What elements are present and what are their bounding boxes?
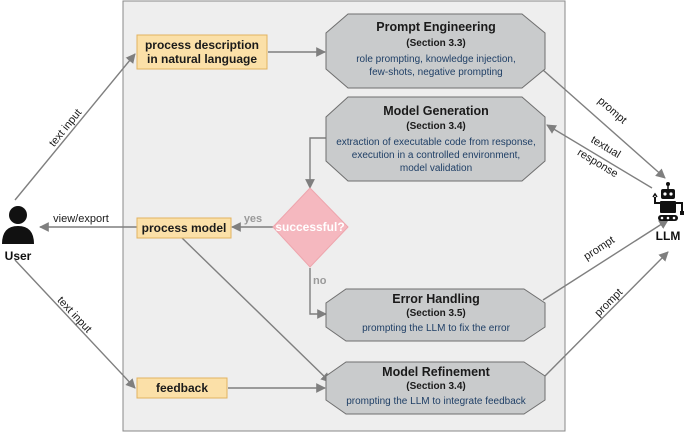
model-refinement-section: (Section 3.4) [406, 381, 465, 392]
process-description-line-1: process description [145, 38, 259, 52]
prompt-engineering-title: Prompt Engineering [376, 20, 495, 34]
process-description-box: process description in natural language [136, 34, 268, 70]
decision-yes-label: yes [244, 213, 262, 225]
model-generation-body-1: extraction of executable code from respo… [336, 137, 536, 148]
model-refinement-title: Model Refinement [382, 365, 490, 379]
edge-label-text-input-top: text input [47, 107, 84, 149]
feedback-label: feedback [156, 381, 208, 395]
model-refinement-step: Model Refinement (Section 3.4) prompting… [325, 361, 546, 415]
user-icon [2, 206, 34, 244]
prompt-engineering-body-1: role prompting, knowledge injection, [356, 54, 516, 65]
process-model-box: process model [136, 217, 232, 239]
edge-label-prompt-2: prompt [582, 234, 617, 263]
edge-model-refinement-to-llm [542, 251, 669, 379]
prompt-engineering-step: Prompt Engineering (Section 3.3) role pr… [325, 13, 546, 89]
error-handling-section: (Section 3.5) [406, 308, 465, 319]
process-model-label: process model [142, 221, 227, 235]
edge-label-text-input-bottom: text input [55, 295, 94, 336]
edge-error-handling-to-llm [542, 219, 669, 301]
decision-label: successful? [275, 220, 344, 234]
process-description-line-2: in natural language [147, 52, 257, 66]
prompt-engineering-section: (Section 3.3) [406, 38, 465, 49]
feedback-box: feedback [136, 377, 228, 399]
robot-icon [652, 182, 684, 221]
user-label: User [5, 249, 32, 263]
edge-llm-to-model-generation [546, 124, 653, 189]
edge-prompt-engineering-to-llm [542, 69, 666, 179]
edge-user-to-description [14, 53, 136, 201]
prompt-engineering-body-2: few-shots, negative prompting [369, 67, 502, 78]
edge-decision-to-error-handling [309, 268, 327, 319]
edge-label-view-export: view/export [53, 213, 109, 225]
error-handling-body-1: prompting the LLM to fix the error [362, 323, 511, 334]
model-generation-body-2: execution in a controlled environment, [352, 150, 520, 161]
edge-label-prompt-1: prompt [595, 95, 629, 127]
decision-no-label: no [313, 275, 327, 287]
error-handling-title: Error Handling [392, 292, 480, 306]
model-generation-step: Model Generation (Section 3.4) extractio… [325, 96, 546, 182]
model-refinement-body-1: prompting the LLM to integrate feedback [346, 396, 527, 407]
model-generation-body-3: model validation [400, 163, 472, 174]
edge-user-to-feedback [14, 259, 136, 389]
llm-label: LLM [656, 229, 681, 243]
edge-process-model-to-model-refinement [179, 235, 331, 383]
error-handling-step: Error Handling (Section 3.5) prompting t… [325, 288, 546, 342]
edge-model-generation-to-decision [305, 137, 326, 189]
decision-diamond: successful? [272, 187, 349, 268]
model-generation-title: Model Generation [383, 104, 489, 118]
edge-label-prompt-3: prompt [593, 287, 626, 320]
model-generation-section: (Section 3.4) [406, 121, 465, 132]
